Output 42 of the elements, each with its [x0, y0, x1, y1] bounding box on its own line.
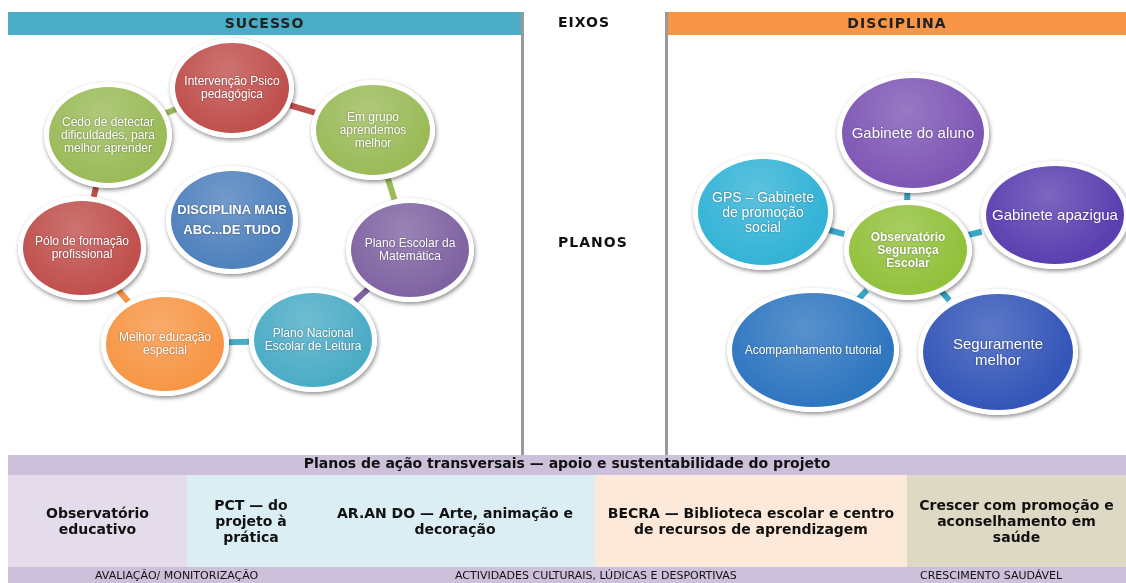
circle-text: Gabinete do aluno [851, 125, 975, 141]
category-label: CRESCIMENTO SAUDÁVEL [920, 569, 1063, 582]
circle-text: Observatório Segurança Escolar [869, 230, 947, 270]
panel-header: SUCESSO [8, 12, 521, 35]
circle-text: Plano Nacional Escolar de Leitura [263, 327, 363, 353]
connector [856, 288, 870, 301]
circle-text: Em grupo aprendemos melhor [338, 110, 408, 150]
plan-cell: Crescer com promoção e aconselhamento em saúde [907, 475, 1126, 567]
connector [165, 106, 177, 116]
section-panel [665, 12, 1126, 455]
circle-text: Seguramente melhor [951, 336, 1045, 368]
band-heading: Planos de ação transversais — apoio e sustentabilidade do projeto [302, 455, 832, 473]
circle-text: DISCIPLINA MAIS [177, 203, 287, 217]
plan-cell: Observatório educativo [8, 475, 187, 567]
connector [228, 338, 250, 346]
circle-text: Gabinete apazigua [992, 207, 1118, 223]
plan-cell: AR.AN DO — Arte, animação e decoração [315, 475, 595, 567]
circle-text: Cedo de detectar dificuldades, para melhor aprender [59, 115, 157, 155]
category-label: AVALIAÇÃO/ MONITORIZAÇÃO [95, 569, 259, 582]
circle-text: Pólo de formação profissional [33, 235, 131, 261]
connector [353, 286, 370, 304]
plans-band [8, 455, 1126, 583]
circle-text: Intervenção Psico pedagógica [183, 75, 281, 101]
section-panel [8, 12, 524, 455]
circle-text: ABC...DE TUDO [183, 223, 281, 237]
panel-header: DISCIPLINA [668, 12, 1126, 35]
connector [939, 289, 952, 303]
circle-text: Acompanhamento tutorial [744, 343, 882, 357]
connector [116, 288, 131, 304]
circle-text: Plano Escolar da Matemática [363, 237, 457, 263]
circle-text: GPS – Gabinete de promoção social [711, 189, 815, 235]
plan-cell: BECRA — Biblioteca escolar e centro de recursos de aprendizagem [595, 475, 907, 567]
connector [904, 192, 911, 201]
connector [90, 186, 99, 198]
connector [965, 228, 983, 239]
connector [289, 102, 316, 116]
plan-cell: PCT — do projeto à prática [187, 475, 315, 567]
category-label: ACTIVIDADES CULTURAIS, LÚDICAS E DESPORTIVAS [455, 569, 737, 582]
axis-label: PLANOS [558, 234, 628, 250]
circle-text: Melhor educação especial [117, 331, 213, 357]
connector [385, 177, 398, 201]
axis-label: EIXOS [558, 14, 611, 30]
